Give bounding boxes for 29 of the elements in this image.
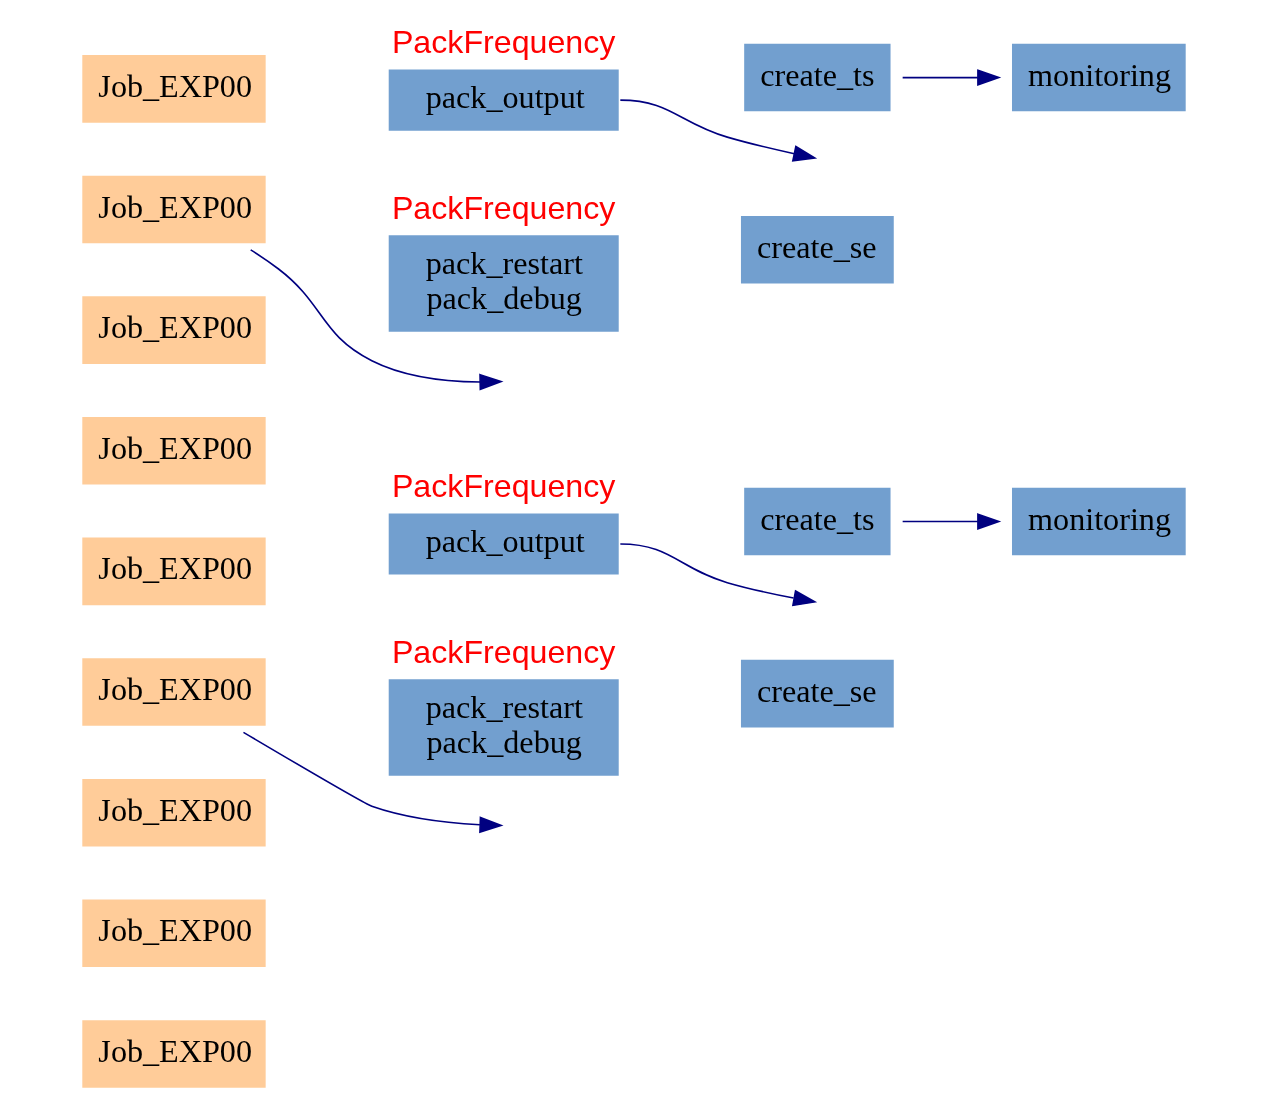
node-box: Job_EXP00 xyxy=(81,1020,266,1088)
arrow xyxy=(619,543,817,607)
arrow xyxy=(249,249,503,391)
arrow xyxy=(619,99,817,162)
node-box: pack_output xyxy=(388,513,619,575)
node-box: Job_EXP00 xyxy=(81,296,266,364)
node-box: Job_EXP00 xyxy=(81,175,266,244)
node-box: monitoring xyxy=(1011,487,1186,556)
node-box: create_se xyxy=(740,215,894,284)
node-box: pack_restart pack_debug xyxy=(388,235,619,332)
node-box: Job_EXP00 xyxy=(81,417,266,485)
node-box: Job_EXP00 xyxy=(81,778,266,847)
arrow xyxy=(242,731,504,834)
arrow xyxy=(901,69,1001,87)
arrow xyxy=(901,513,1001,530)
node-box: Job_EXP00 xyxy=(81,658,266,726)
node-label: PackFrequency xyxy=(391,468,615,505)
node-box: create_ts xyxy=(743,487,891,556)
node-box: create_ts xyxy=(743,43,891,112)
node-label: PackFrequency xyxy=(391,190,615,227)
node-box: Job_EXP00 xyxy=(81,55,266,123)
node-box: Job_EXP00 xyxy=(81,537,266,606)
node-box: pack_restart pack_debug xyxy=(388,679,619,776)
node-box: pack_output xyxy=(388,69,619,131)
node-label: PackFrequency xyxy=(391,24,615,61)
node-box: monitoring xyxy=(1011,43,1186,112)
node-label: PackFrequency xyxy=(391,634,615,671)
node-box: create_se xyxy=(740,659,894,728)
node-box: Job_EXP00 xyxy=(81,899,266,968)
